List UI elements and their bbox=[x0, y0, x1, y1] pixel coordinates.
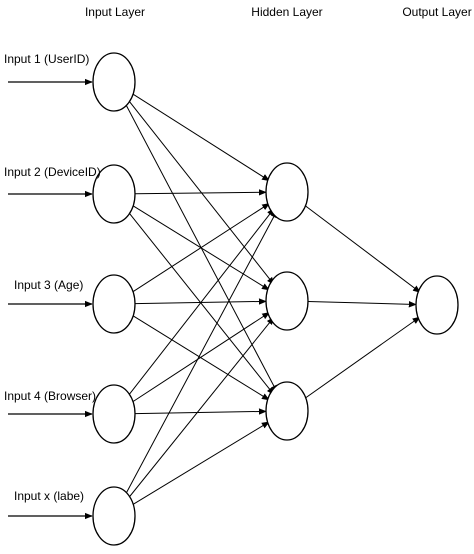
output-layer-title: Output Layer bbox=[402, 5, 471, 19]
hidden-node-1 bbox=[265, 162, 309, 222]
input-arrows bbox=[8, 78, 93, 520]
edge-i3-h1 bbox=[131, 202, 271, 294]
hidden-layer-title: Hidden Layer bbox=[251, 5, 322, 19]
nodes bbox=[92, 52, 459, 546]
input-layer-title: Input Layer bbox=[85, 5, 145, 19]
hidden-node-3 bbox=[265, 381, 309, 441]
edge-i4-h2 bbox=[131, 312, 271, 403]
input-node-4 bbox=[92, 384, 136, 444]
output-node-1 bbox=[415, 275, 459, 335]
edge-i5-h1 bbox=[123, 209, 278, 498]
connections bbox=[123, 92, 421, 506]
input-label-2: Input 2 (DeviceID) bbox=[4, 165, 101, 179]
input-node-3 bbox=[92, 274, 136, 334]
edge-i5-h3 bbox=[131, 421, 270, 506]
edge-i4-h1 bbox=[126, 207, 275, 398]
edge-i2-h1 bbox=[134, 189, 267, 196]
input-node-2 bbox=[92, 164, 136, 224]
input-label-3: Input 3 (Age) bbox=[14, 278, 83, 292]
edge-i4-h3 bbox=[134, 408, 267, 415]
hidden-node-2 bbox=[265, 271, 309, 331]
input-node-1 bbox=[92, 52, 136, 112]
input-label-1: Input 1 (UserID) bbox=[4, 52, 89, 66]
edge-h2-o1 bbox=[307, 301, 417, 308]
edge-h3-o1 bbox=[303, 316, 421, 400]
edge-i1-h1 bbox=[131, 92, 270, 182]
edge-i1-h3 bbox=[123, 100, 278, 394]
input-label-5: Input x (labe) bbox=[14, 489, 84, 503]
edge-i1-h2 bbox=[126, 98, 275, 286]
input-node-5 bbox=[92, 486, 136, 546]
edge-h1-o1 bbox=[303, 204, 421, 293]
edge-i5-h2 bbox=[126, 316, 275, 500]
input-label-4: Input 4 (Browser) bbox=[4, 389, 96, 403]
